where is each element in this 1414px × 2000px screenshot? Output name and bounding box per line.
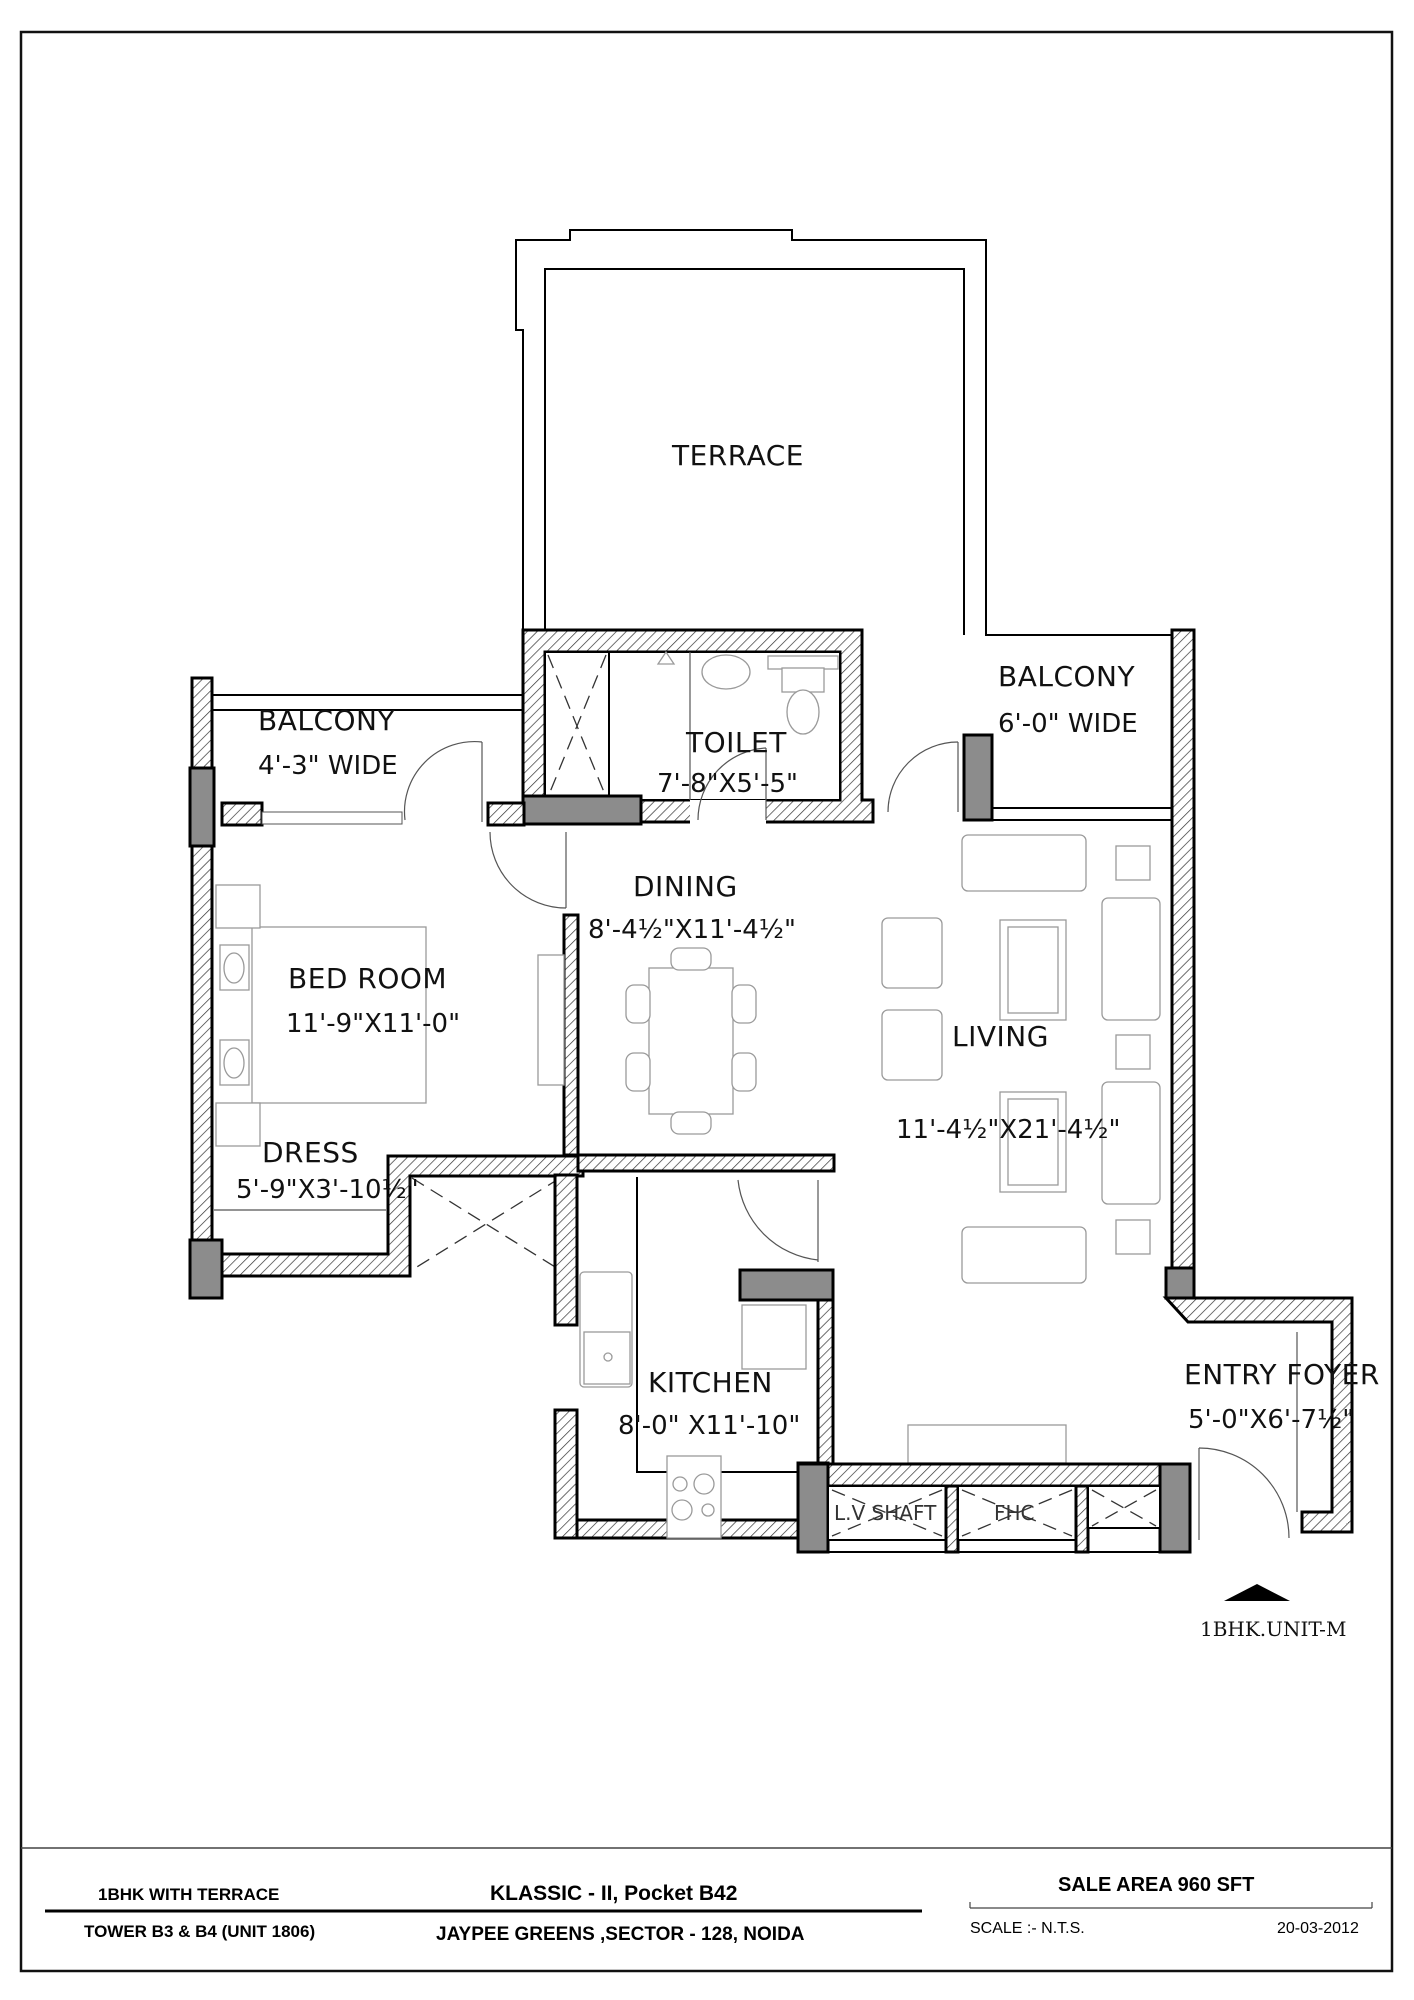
dress-label: DRESS bbox=[262, 1136, 359, 1169]
terrace-label: TERRACE bbox=[671, 439, 804, 472]
balcony-right-dim: 6'-0" WIDE bbox=[998, 709, 1138, 739]
kitchen-walls bbox=[553, 1153, 836, 1553]
kitchen-label: KITCHEN bbox=[648, 1366, 773, 1399]
living-furniture bbox=[881, 834, 1161, 1464]
entry-foyer-label: ENTRY FOYER bbox=[1184, 1358, 1380, 1391]
balcony-right-label: BALCONY bbox=[998, 660, 1135, 693]
shafts-row: L.V SHAFT FHC bbox=[796, 1462, 1192, 1554]
bedroom-walls bbox=[188, 676, 585, 1300]
project-name: KLASSIC - II, Pocket B42 bbox=[490, 1882, 737, 1905]
unit-tag: 1BHK.UNIT-M bbox=[1200, 1617, 1346, 1641]
unit-type: 1BHK WITH TERRACE bbox=[98, 1885, 279, 1904]
terrace-outline bbox=[515, 229, 1172, 636]
dining-label: DINING bbox=[633, 870, 738, 903]
drawing-date: 20-03-2012 bbox=[1277, 1920, 1359, 1937]
lv-shaft-label: L.V SHAFT bbox=[834, 1501, 937, 1525]
toilet-label: TOILET bbox=[685, 726, 787, 759]
sale-area: SALE AREA 960 SFT bbox=[1058, 1874, 1254, 1896]
triangle-arrow-up-icon bbox=[1224, 1584, 1290, 1601]
living-walls bbox=[887, 628, 1354, 1540]
project-location: JAYPEE GREENS ,SECTOR - 128, NOIDA bbox=[436, 1924, 805, 1945]
entry-foyer-dim: 5'-0"X6'-7½" bbox=[1188, 1405, 1354, 1435]
living-label: LIVING bbox=[952, 1020, 1049, 1053]
dining-furniture bbox=[625, 947, 757, 1135]
dining-dim: 8'-4½"X11'-4½" bbox=[588, 915, 796, 945]
kitchen-dim: 8'-0" X11'-10" bbox=[618, 1411, 800, 1441]
balcony-left-dim: 4'-3" WIDE bbox=[258, 751, 398, 781]
fhc-label: FHC bbox=[994, 1501, 1035, 1525]
title-block: 1BHK WITH TERRACE TOWER B3 & B4 (UNIT 18… bbox=[21, 1847, 1392, 1945]
tower-unit: TOWER B3 & B4 (UNIT 1806) bbox=[84, 1922, 315, 1941]
living-dim: 11'-4½"X21'-4½" bbox=[896, 1115, 1120, 1145]
bed-furniture bbox=[215, 884, 565, 1147]
bedroom-label: BED ROOM bbox=[288, 962, 447, 995]
toilet-dim: 7'-8"X5'-5" bbox=[657, 769, 798, 799]
sheet-border bbox=[19, 30, 1394, 1973]
scale-note: SCALE :- N.T.S. bbox=[970, 1920, 1085, 1937]
toilet-fixtures bbox=[656, 650, 839, 800]
balcony-left-label: BALCONY bbox=[258, 704, 395, 737]
bedroom-dim: 11'-9"X11'-0" bbox=[286, 1009, 460, 1039]
dress-dim: 5'-9"X3'-10½" bbox=[236, 1175, 419, 1205]
